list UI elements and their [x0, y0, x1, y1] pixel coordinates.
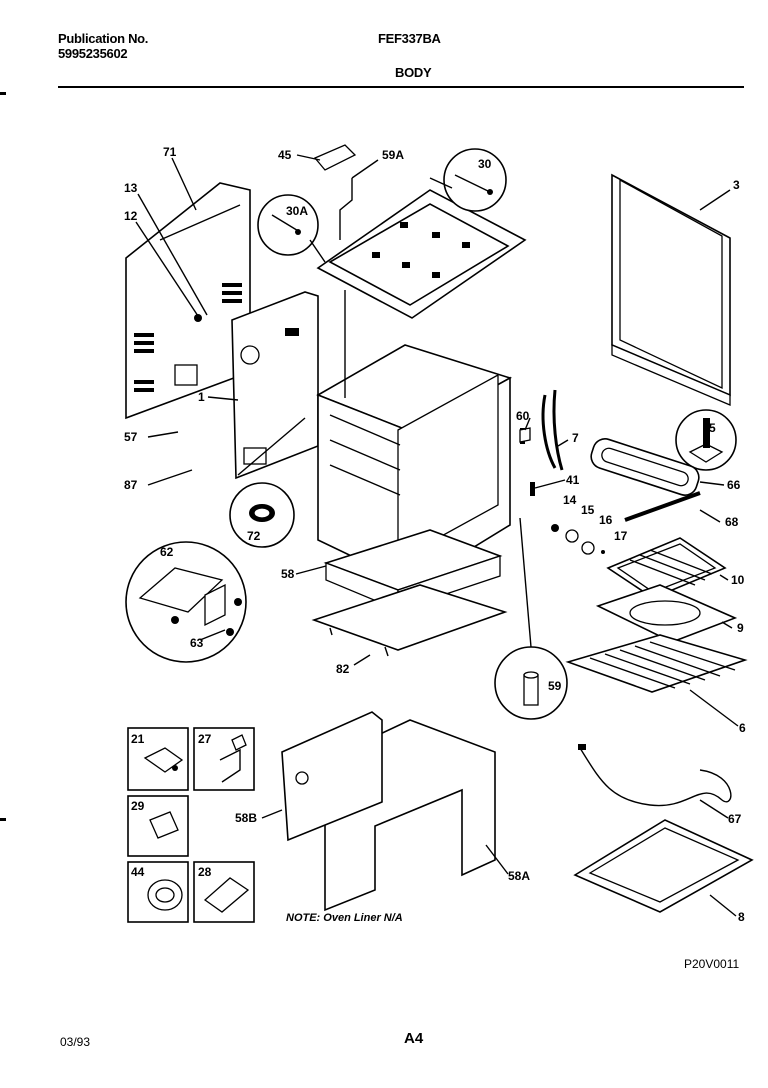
leader-lines	[135, 154, 739, 917]
label-30: 30	[478, 157, 492, 171]
label-58: 58	[281, 567, 295, 581]
publication-number: 5995235602	[58, 46, 128, 61]
callout-72	[229, 482, 295, 548]
part-box-21	[127, 727, 189, 791]
part-box-29	[127, 795, 189, 857]
label-29: 29	[131, 799, 145, 813]
part-box-27	[193, 727, 255, 791]
callout-30	[443, 148, 507, 212]
label-72: 72	[247, 529, 261, 543]
label-6: 6	[739, 721, 746, 735]
label-63: 63	[190, 636, 204, 650]
label-5: 5	[709, 421, 716, 435]
diagram-code: P20V0011	[684, 957, 740, 971]
label-44: 44	[131, 865, 145, 879]
broil-pan	[595, 584, 738, 643]
section-title: BODY	[395, 65, 432, 80]
label-15: 15	[581, 503, 595, 517]
side-panel	[611, 173, 731, 406]
label-30a: 30A	[286, 204, 308, 218]
insulation-panel	[281, 711, 383, 842]
small-parts	[519, 389, 605, 555]
label-10: 10	[731, 573, 745, 587]
top-panel	[313, 144, 527, 319]
oven-body	[316, 290, 513, 587]
part-box-44	[127, 861, 189, 923]
storage-drawer	[573, 819, 754, 913]
label-87: 87	[124, 478, 138, 492]
bottom-cover	[311, 584, 508, 657]
callout-30a	[257, 194, 319, 256]
label-21: 21	[131, 732, 145, 746]
label-17: 17	[614, 529, 628, 543]
label-13: 13	[124, 181, 138, 195]
label-28: 28	[198, 865, 212, 879]
callout-62	[125, 541, 247, 663]
label-71: 71	[163, 145, 177, 159]
label-59a: 59A	[382, 148, 404, 162]
label-82: 82	[336, 662, 350, 676]
sensor-wire	[578, 744, 732, 807]
broil-element	[590, 438, 700, 496]
label-57: 57	[124, 430, 138, 444]
label-1: 1	[198, 390, 205, 404]
label-12: 12	[124, 209, 138, 223]
label-7: 7	[572, 431, 579, 445]
edge-mark-bottom	[0, 818, 6, 821]
label-67: 67	[728, 812, 742, 826]
page-number: A4	[404, 1030, 424, 1047]
edge-mark-top	[0, 92, 6, 95]
publication-label: Publication No.	[58, 31, 149, 46]
label-60: 60	[516, 409, 530, 423]
callout-59	[494, 646, 568, 720]
label-58a: 58A	[508, 869, 530, 883]
label-8: 8	[738, 910, 745, 924]
label-3: 3	[733, 178, 740, 192]
publication-date: 03/93	[60, 1035, 91, 1049]
label-14: 14	[563, 493, 577, 507]
label-68: 68	[725, 515, 739, 529]
oven-liner-note: NOTE: Oven Liner N/A	[286, 912, 403, 924]
label-58b: 58B	[235, 811, 257, 825]
label-66: 66	[727, 478, 741, 492]
label-16: 16	[599, 513, 613, 527]
inner-back-panel	[194, 291, 319, 480]
label-27: 27	[198, 732, 212, 746]
model-number: FEF337BA	[378, 31, 441, 46]
broil-pan-insert	[606, 537, 727, 599]
label-59: 59	[548, 679, 562, 693]
label-9: 9	[737, 621, 744, 635]
label-62: 62	[160, 545, 174, 559]
part-box-28	[193, 861, 255, 923]
label-45: 45	[278, 148, 292, 162]
oven-rack	[565, 634, 748, 693]
header-rule	[58, 86, 744, 88]
bake-element	[624, 491, 701, 522]
label-41: 41	[566, 473, 580, 487]
leveling-leg-callout	[675, 409, 737, 471]
